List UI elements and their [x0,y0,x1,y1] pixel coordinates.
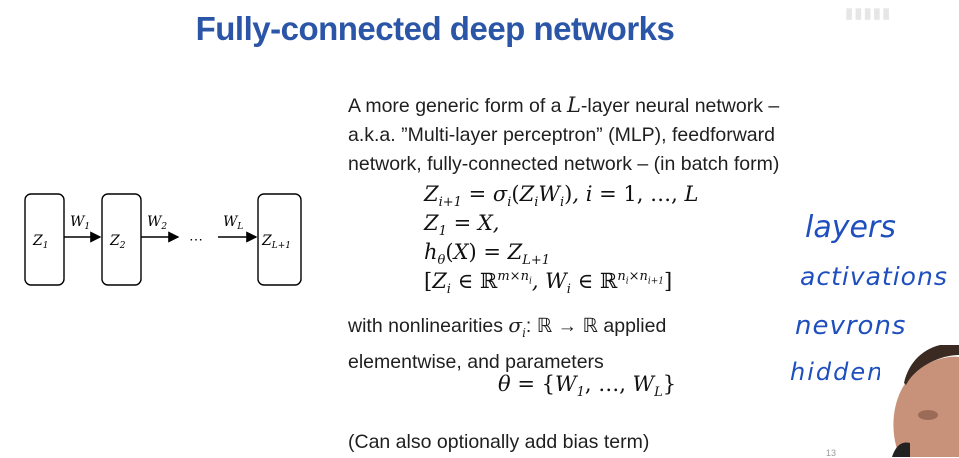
intro-paragraph: A more generic form of a L-layer neural … [348,91,848,179]
nonlin-line-2: elementwise, and parameters [348,351,604,373]
nonlin-line-1: with nonlinearities σi: ℝ → ℝ applied [348,313,667,340]
equation-dimensions: [Zi ∈ ℝm×ni, Wi ∈ ℝni×ni+1] [424,269,673,298]
network-diagram: Z1 W1 Z2 W2 ⋯ WL ZL+1 [24,193,302,286]
edge-wl-label: WL [223,214,243,232]
note-neurons: nevrons [795,311,906,341]
intro-line-2: a.k.a. ”Multi-layer perceptron” (MLP), f… [348,124,775,146]
slide-title: Fully-connected deep networks [195,10,675,47]
node-z2 [101,193,142,286]
ellipsis: ⋯ [189,232,203,248]
note-layers: layers [805,210,896,245]
node-zl1 [257,193,302,286]
equation-output: hθ(X) = ZL+1 [424,240,551,269]
bias-note: (Can also optionally add bias term) [348,431,650,453]
node-z1 [24,193,65,286]
nonlinearity-paragraph: with nonlinearities σi: ℝ → ℝ applied el… [348,311,768,377]
handwritten-notes: layers activations nevrons hidden l [790,210,948,386]
note-activations: activations [800,262,948,291]
intro-line-1: A more generic form of a L-layer neural … [348,93,780,117]
speaker-webcam [880,345,959,457]
equation-input: Z1 = X, [424,211,500,240]
page-number: 13 [826,448,837,458]
edge-w1-label: W1 [70,214,90,232]
corner-watermark: ▮▮▮▮▮ [845,5,892,22]
equation-parameters: θ = {W1, …, WL} [498,372,677,401]
intro-line-3: network, fully-connected network – (in b… [348,153,780,175]
equation-layer-update: Zi+1 = σi(ZiWi), i = 1, …, L [424,182,699,211]
edge-w2-label: W2 [147,214,167,232]
